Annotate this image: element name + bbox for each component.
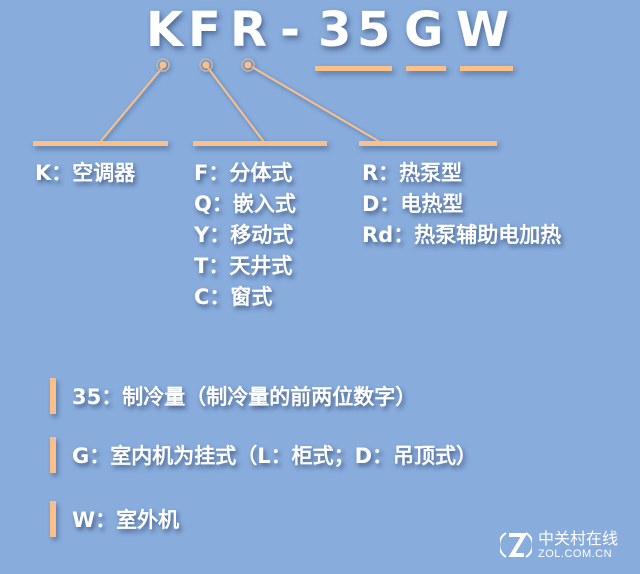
underline-w [460, 66, 513, 71]
group-k-definitions: K：空调器 [35, 158, 135, 189]
code-letter-k: K [146, 2, 184, 58]
bar-r-group [359, 141, 497, 146]
bar-k-group [33, 141, 168, 146]
note-text: G：室内机为挂式（L：柜式；D：吊顶式） [72, 444, 478, 468]
definition-item: Q：嵌入式 [194, 192, 296, 216]
definition-item: Rd：热泵辅助电加热 [362, 223, 562, 247]
note-text: W：室外机 [72, 508, 180, 532]
code-letter-f: F [188, 2, 221, 58]
group-r-definitions: R：热泵型 D：电热型 Rd：热泵辅助电加热 [362, 158, 561, 251]
code-dash: - [280, 2, 300, 58]
zol-watermark: 中关村在线 ZOL.COM.CN [498, 525, 640, 565]
bar-f-group [193, 141, 327, 146]
code-letter-g: G [404, 2, 444, 58]
definition-item: D：电热型 [362, 192, 464, 216]
group-f-definitions: F：分体式 Q：嵌入式 Y：移动式 T：天井式 C：窗式 [194, 158, 296, 313]
watermark-name-cn: 中关村在线 [538, 528, 619, 548]
underline-35 [315, 66, 392, 71]
note-text: 35：制冷量（制冷量的前两位数字） [72, 385, 417, 409]
definition-item: C：窗式 [194, 285, 273, 309]
code-letter-r: R [230, 2, 267, 58]
connector-k [99, 67, 163, 143]
note-stripe [50, 378, 56, 414]
pointer-circle-r-icon [241, 58, 255, 72]
code-digit-3: 3 [318, 2, 352, 58]
connector-r [251, 66, 381, 143]
definition-item: Y：移动式 [194, 223, 294, 247]
watermark-name-en: ZOL.COM.CN [538, 547, 613, 560]
definition-item: R：热泵型 [362, 161, 463, 185]
connector-f [207, 67, 265, 143]
note-w: W：室外机 [50, 501, 179, 537]
code-digit-5: 5 [357, 2, 391, 58]
note-g: G：室内机为挂式（L：柜式；D：吊顶式） [50, 437, 477, 473]
zol-logo-icon [498, 529, 534, 561]
underline-g [406, 66, 446, 71]
note-stripe [50, 501, 56, 537]
definition-item: F：分体式 [194, 161, 293, 185]
note-stripe [50, 437, 56, 473]
note-35: 35：制冷量（制冷量的前两位数字） [50, 378, 416, 414]
definition-item: T：天井式 [194, 254, 293, 278]
code-letter-w: W [456, 2, 509, 58]
definition-item: K：空调器 [35, 161, 136, 185]
pointer-circle-f-icon [199, 58, 213, 72]
pointer-circle-k-icon [156, 58, 170, 72]
